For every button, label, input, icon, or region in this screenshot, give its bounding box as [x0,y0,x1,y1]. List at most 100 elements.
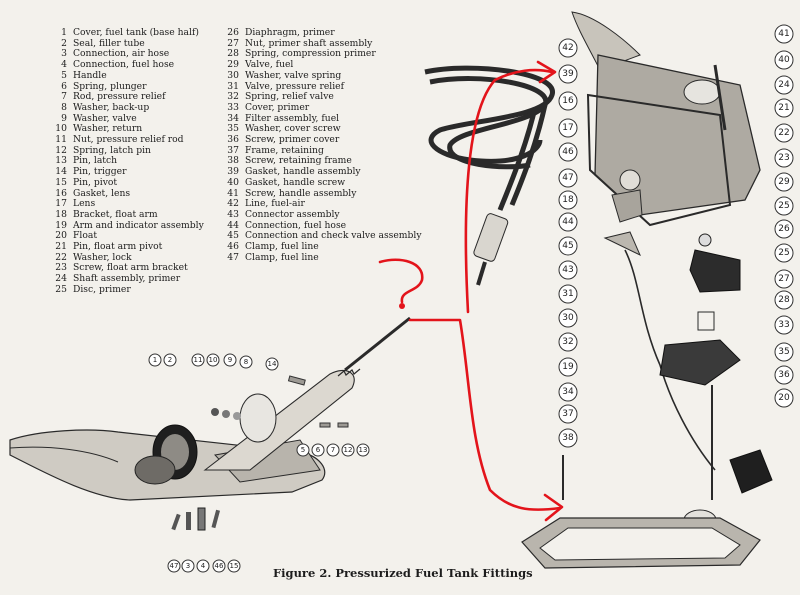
legend-item-label: Connection, air hose [73,48,170,60]
handle-drawing [203,316,411,471]
callout-37: 37 [558,404,578,424]
callout-12: 12 [341,443,355,457]
legend-item-label: Washer, back-up [73,101,150,113]
svg-text:29: 29 [778,177,790,187]
legend-item-number: 10 [55,123,67,135]
legend-item-label: Disc, primer [73,283,131,295]
svg-text:21: 21 [778,103,789,113]
legend-item-number: 6 [61,80,67,92]
bottom-fittings-drawing [171,507,221,531]
legend-item-label: Washer, cover screw [245,123,341,135]
svg-text:46: 46 [562,147,574,157]
legend-item-number: 18 [55,208,67,220]
retaining-frame-drawing [521,517,761,569]
svg-text:1: 1 [153,356,157,364]
svg-text:30: 30 [562,313,574,323]
callout-47: 47 [558,168,578,188]
svg-text:38: 38 [562,433,574,443]
legend-item-label: Washer, return [73,123,143,135]
handle-assembly-drawing [571,11,761,227]
svg-text:39: 39 [562,69,574,79]
callout-47: 47 [167,559,181,573]
figure-caption: Figure 2. Pressurized Fuel Tank Fittings [273,566,533,580]
callout-20: 20 [774,388,794,408]
legend-item-number: 17 [55,198,67,210]
legend-item-label: Shaft assembly, primer [73,273,181,285]
legend-item-label: Arm and indicator assembly [73,219,204,231]
svg-text:4: 4 [201,562,206,570]
legend-item-label: Pin, pivot [73,176,118,188]
legend-item-number: 36 [227,134,239,146]
svg-text:6: 6 [316,446,321,454]
callout-41: 41 [774,24,794,44]
legend-item-number: 9 [61,112,67,124]
legend-item-number: 26 [227,27,239,38]
legend-item-label: Frame, retaining [245,144,324,156]
svg-text:47: 47 [562,173,573,183]
legend-item-number: 32 [227,91,239,103]
callout-1: 1 [148,353,162,367]
callout-3: 3 [181,559,195,573]
legend-item-label: Diaphragm, primer [245,27,335,38]
fuel-line-coil-drawing [424,65,555,286]
legend-item-number: 27 [227,37,239,49]
callout-31: 31 [558,284,578,304]
svg-text:10: 10 [209,356,218,364]
svg-text:2: 2 [168,356,172,364]
callout-9: 9 [223,353,237,367]
legend-item-number: 45 [227,230,239,242]
legend-item-number: 5 [61,69,67,81]
legend-item-number: 8 [61,101,67,113]
legend-item-label: Nut, pressure relief rod [73,134,184,146]
callout-40: 40 [774,50,794,70]
callout-5: 5 [296,443,310,457]
svg-text:3: 3 [186,562,190,570]
legend-item: 45 Connection and check valve assembly [222,230,422,242]
legend-item-number: 42 [227,198,239,210]
legend-item-label: Connection and check valve assembly [245,230,422,242]
red-question-mark-path [378,258,424,304]
legend-item-number: 31 [227,80,239,92]
svg-text:18: 18 [562,195,574,205]
legend-item-label: Pin, latch [73,155,118,167]
legend-item-number: 23 [55,262,67,274]
callout-23: 23 [774,148,794,168]
callout-32: 32 [558,332,578,352]
legend-item-label: Connection, fuel hose [73,59,175,71]
legend-item-label: Float [73,230,98,242]
legend-item-label: Pin, trigger [73,166,127,178]
legend-item-number: 33 [227,101,239,113]
svg-text:36: 36 [778,370,790,380]
callout-14: 14 [265,357,279,371]
legend-item-label: Seal, filler tube [73,37,145,49]
legend-item-number: 4 [61,59,67,71]
svg-text:46: 46 [215,562,224,570]
legend-item-number: 2 [61,37,67,49]
legend-item-label: Washer, valve spring [245,69,342,81]
svg-text:15: 15 [230,562,239,570]
svg-text:41: 41 [778,29,789,39]
legend-item-number: 12 [55,144,67,156]
callout-15: 15 [227,559,241,573]
legend-item-label: Handle [73,69,107,81]
callout-25: 25 [774,243,794,263]
legend-item-number: 29 [227,59,239,71]
svg-text:31: 31 [562,289,573,299]
